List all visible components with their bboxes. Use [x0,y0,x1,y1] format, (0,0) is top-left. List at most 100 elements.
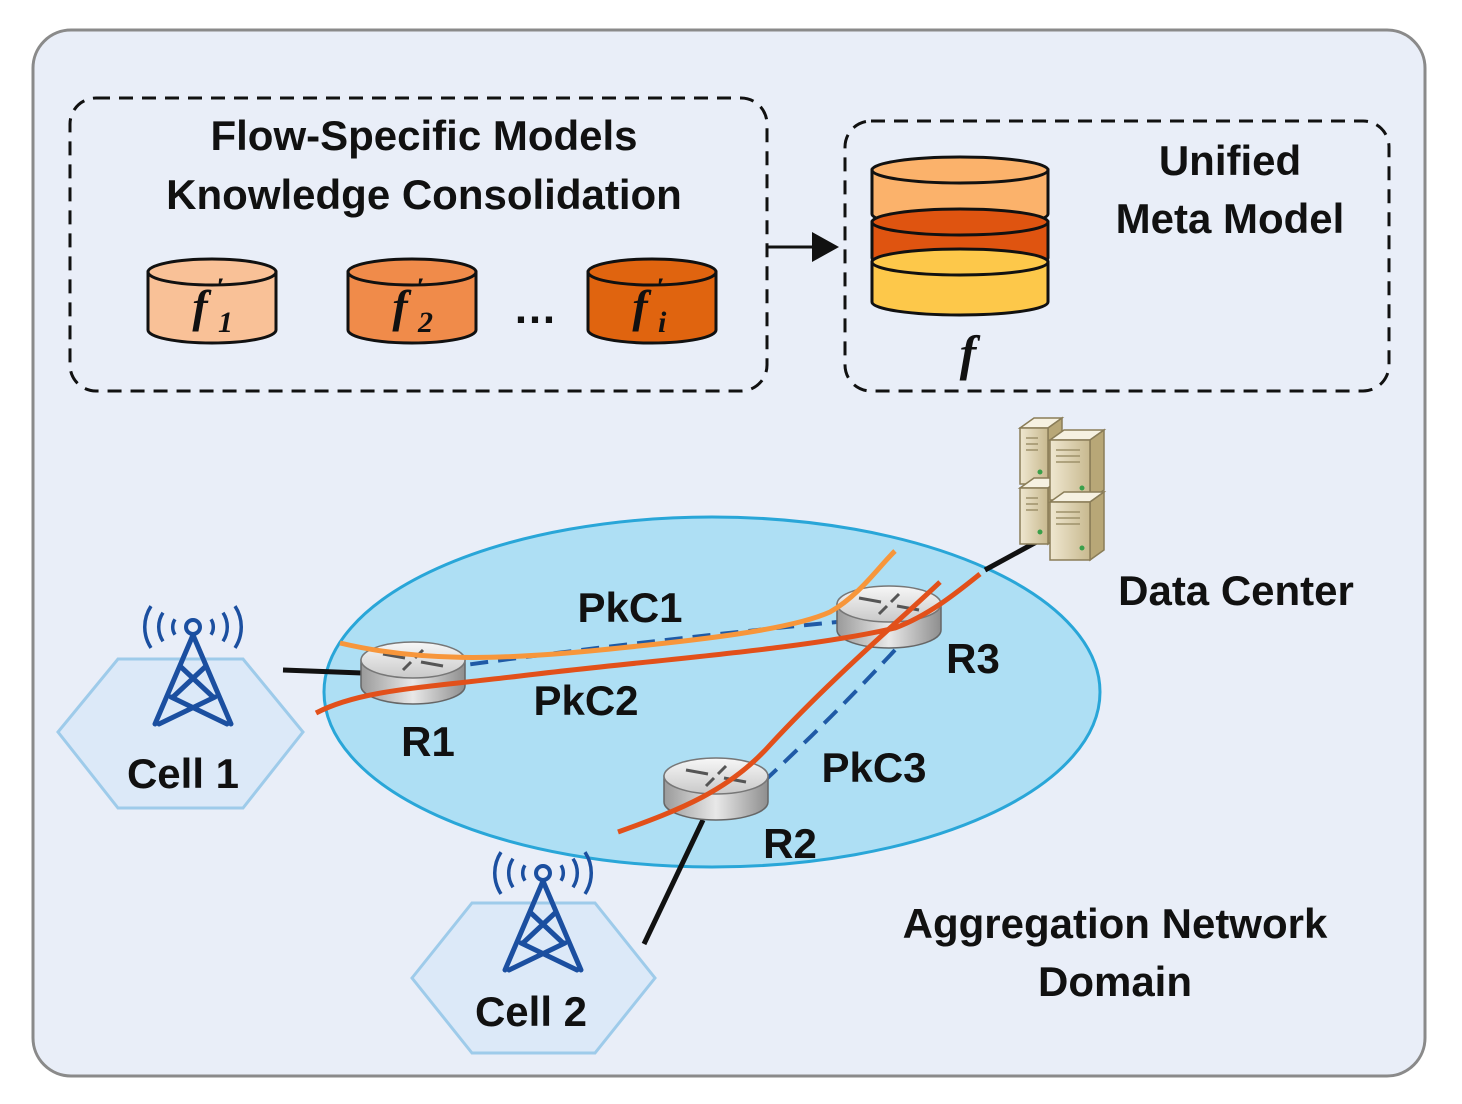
tower-antenna [184,618,202,636]
model-prime: ′ [656,272,664,305]
model-cylinder-f2: f′2 [346,257,478,345]
router-arrow [896,604,920,612]
path-pkc1-line [339,549,897,660]
cell-1-link [282,667,363,676]
model-cylinder-f1: f′1 [146,257,278,345]
signal-wave [493,851,503,895]
cylinder-body [146,270,278,345]
meta-layer-top [870,247,1050,277]
models-ellipsis: … [513,284,557,333]
model-subscript: i [658,306,667,339]
server-side [1089,490,1105,562]
router-arrow [877,604,889,616]
router-top [663,757,769,795]
router-top [360,641,466,679]
server-front [1049,501,1091,561]
router-arrow [704,776,716,788]
server-side [1089,428,1105,502]
cell-1-hexagon [56,657,305,810]
signal-wave [156,611,165,643]
server-front [1019,427,1049,485]
consolidation-title-line2: Knowledge Consolidation [166,171,682,218]
tower-strut [156,694,218,727]
cell-2-label: Cell 2 [475,988,587,1035]
server-led [1079,545,1085,551]
signal-wave [233,605,243,649]
meta-model-dashed-border [843,119,1391,393]
tower-strut [190,632,234,727]
router-arrow [723,776,747,784]
path-pkc2-line [314,572,982,716]
data-center-label: Data Center [1118,567,1354,614]
data-center-link [983,537,1042,573]
router-arrow [858,596,882,604]
tower-strut [520,910,558,946]
unified-meta-model-box: f Unified Meta Model [843,119,1391,393]
tower-strut [502,878,546,973]
path-pkc3-line [617,580,942,835]
model-prime: ′ [416,272,424,305]
cell-2-tower-icon [493,851,593,973]
model-symbol: f [192,281,212,332]
model-symbol: f [632,281,652,332]
meta-layer [870,260,1050,317]
router-arrow [889,592,901,604]
cell-1-label: Cell 1 [127,750,239,797]
signal-wave [209,618,216,636]
path-pkc2-label: PkC2 [533,677,638,724]
router-arrow [685,768,709,776]
data-center-server-icon [1017,416,1107,562]
meta-layer-top [870,207,1050,237]
router-arrow [401,660,413,672]
router-arrow [420,660,444,668]
path-pkc1-label: PkC1 [577,584,682,631]
meta-model-symbol: f [960,325,981,381]
flow-specific-models-box: Flow-Specific Models Knowledge Consolida… [68,96,769,393]
router-r2-icon [663,757,769,821]
tower-strut [518,940,580,973]
cylinder-top [346,257,478,287]
router-top [836,585,942,623]
model-subscript: 1 [218,306,233,339]
server-led [1037,469,1043,475]
router-arrow [382,652,406,660]
meta-model-title-line1: Unified [1159,137,1301,184]
path-pkc3-label: PkC3 [821,744,926,791]
router-r2-label: R2 [763,820,817,867]
tower-strut [528,910,566,946]
router-arrow [716,764,728,776]
signal-wave [520,864,527,882]
server-led [1037,529,1043,535]
signal-wave [170,618,177,636]
dashed-link-r3-r2 [758,648,897,787]
tower-strut [170,664,208,700]
model-symbol: f [392,281,412,332]
consolidation-title-line1: Flow-Specific Models [210,112,637,159]
cylinder-body [586,270,718,345]
tower-strut [152,632,196,727]
server-front [1049,439,1091,501]
cell-1-tower-icon [143,605,243,727]
model-cylinder-fi: f′i [586,257,718,345]
meta-model-title-line2: Meta Model [1116,195,1345,242]
cylinder-top [586,257,718,287]
dashed-link-r1-r3 [414,616,881,674]
cell-2-hexagon [410,901,657,1055]
router-r1-label: R1 [401,718,455,765]
server-led [1079,485,1085,491]
signal-wave [559,864,566,882]
cylinder-top [146,257,278,287]
tower-strut [168,694,230,727]
tower-strut [540,878,584,973]
cylinder-body [346,270,478,345]
tower-strut [178,664,216,700]
tower-antenna [534,864,552,882]
signal-wave [571,857,580,889]
signal-wave [221,611,230,643]
cell-2-link [641,818,706,946]
signal-wave [506,857,515,889]
meta-model-stack-icon [870,155,1050,317]
model-subscript: 2 [417,306,433,339]
signal-wave [143,605,153,649]
tower-strut [506,940,568,973]
